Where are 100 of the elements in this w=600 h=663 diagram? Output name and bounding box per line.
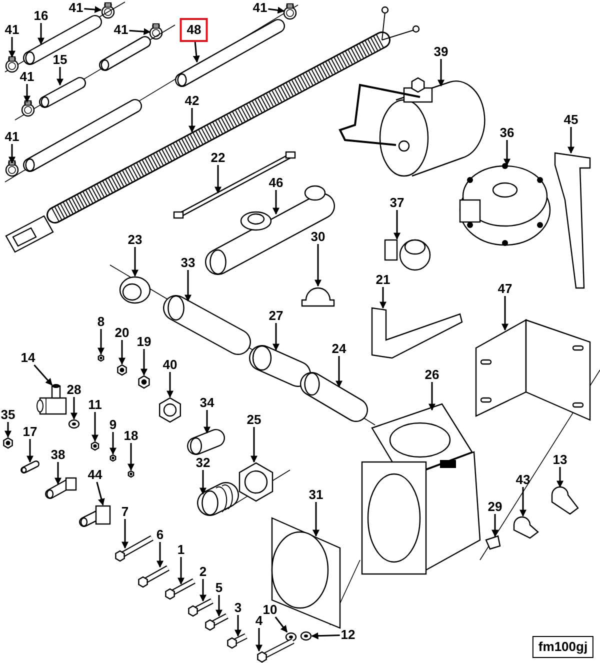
leader-arrow <box>34 364 53 386</box>
bolt <box>165 578 196 600</box>
pressure-regulator <box>459 163 551 246</box>
leader-arrow <box>26 439 34 463</box>
nut <box>159 397 181 423</box>
callout-number: 10 <box>262 603 278 617</box>
leader-arrow <box>336 356 342 388</box>
leader-arrow <box>274 616 288 633</box>
leader-arrow <box>268 6 285 14</box>
leader-arrow <box>188 108 196 133</box>
cable-clip <box>551 486 579 515</box>
leader-arrow <box>128 443 134 471</box>
hose-clamp <box>5 160 19 177</box>
callout-number: 7 <box>120 505 130 519</box>
nut <box>117 364 127 376</box>
leader-arrow <box>312 502 320 537</box>
callout-number: 8 <box>96 315 106 329</box>
callout-number: 17 <box>22 425 38 439</box>
callout-number: 27 <box>268 309 284 323</box>
nut <box>3 437 13 449</box>
mounting-bracket <box>371 307 463 359</box>
callout-number: 23 <box>126 233 144 247</box>
leader-arrow <box>520 487 526 517</box>
bolt <box>138 565 170 588</box>
leader-arrow <box>250 427 258 463</box>
callout-number: 29 <box>486 500 504 514</box>
solenoid-valve <box>338 77 486 177</box>
leader-arrow <box>428 382 436 411</box>
leader-arrow <box>256 628 262 652</box>
leader-arrow <box>118 340 126 365</box>
leader-arrow <box>24 84 30 103</box>
leader-arrow <box>502 296 508 331</box>
callout-number: 42 <box>184 94 200 108</box>
hose-fitting <box>197 482 239 516</box>
hose-barb-fitting <box>45 477 77 499</box>
callout-number: 1 <box>176 543 186 557</box>
callout-number: 25 <box>246 413 262 427</box>
callout-number: 4 <box>254 614 264 628</box>
leader-arrow <box>129 28 151 36</box>
callout-number: 2 <box>198 565 208 579</box>
bolt <box>205 613 228 631</box>
callout-number: 41 <box>4 130 20 144</box>
leader-arrow <box>184 270 192 302</box>
callout-number: 6 <box>155 528 165 542</box>
callout-number: 26 <box>424 368 440 382</box>
figure-code: fm100gj <box>532 636 594 658</box>
leader-arrow <box>556 467 564 488</box>
hose-clamp <box>101 2 115 19</box>
callout-number: 12 <box>340 628 356 642</box>
leader-arrow <box>96 482 105 506</box>
leader-arrow <box>156 542 164 568</box>
leader-arrow <box>504 140 510 166</box>
elbow-fitting <box>485 535 501 550</box>
callout-number: 18 <box>122 429 140 443</box>
leader-arrow <box>568 127 574 154</box>
nut <box>128 470 134 478</box>
pipe-clamp <box>301 287 335 307</box>
nut <box>98 354 104 362</box>
callout-number: 38 <box>50 448 66 462</box>
callout-number: 28 <box>66 383 82 397</box>
callout-number: 44 <box>86 468 104 482</box>
leader-arrow <box>8 144 16 164</box>
callout-number: 41 <box>4 23 20 37</box>
leader-arrow <box>54 462 62 485</box>
bolt <box>188 598 214 617</box>
callout-number: 19 <box>136 335 152 349</box>
bolt <box>227 633 248 649</box>
leader-arrow <box>4 422 12 438</box>
elbow-fitting <box>36 384 67 415</box>
hose-fitting <box>187 429 225 455</box>
callout-number: 47 <box>496 282 514 296</box>
hex-nut <box>238 462 274 502</box>
leader-arrow <box>56 67 64 86</box>
leader-arrow <box>272 323 280 351</box>
callout-number: 15 <box>52 53 68 67</box>
callout-number: 33 <box>180 256 196 270</box>
callout-number: 41 <box>112 23 130 37</box>
leader-arrow <box>380 287 386 309</box>
callout-number: 24 <box>330 342 348 356</box>
leader-arrow <box>314 244 322 287</box>
fitting <box>20 460 40 474</box>
mounting-bracket <box>475 318 591 421</box>
washer <box>300 631 312 641</box>
callout-number: 41 <box>252 1 268 15</box>
callout-number: 41 <box>68 1 84 15</box>
leader-arrow <box>178 557 184 585</box>
mounting-bracket <box>554 152 591 289</box>
nut <box>90 441 100 451</box>
leader-arrow <box>272 190 280 215</box>
callout-number: 32 <box>194 456 212 470</box>
callout-number: 45 <box>562 113 580 127</box>
callout-number: 37 <box>388 196 406 210</box>
callout-number: 22 <box>210 151 226 165</box>
cable-clip <box>513 516 539 539</box>
bolt <box>115 535 154 562</box>
leader-arrow <box>122 519 128 549</box>
hose-clamp <box>149 23 163 40</box>
nut <box>110 454 116 462</box>
hose-clamp <box>21 100 35 117</box>
callout-number: 40 <box>162 358 178 372</box>
